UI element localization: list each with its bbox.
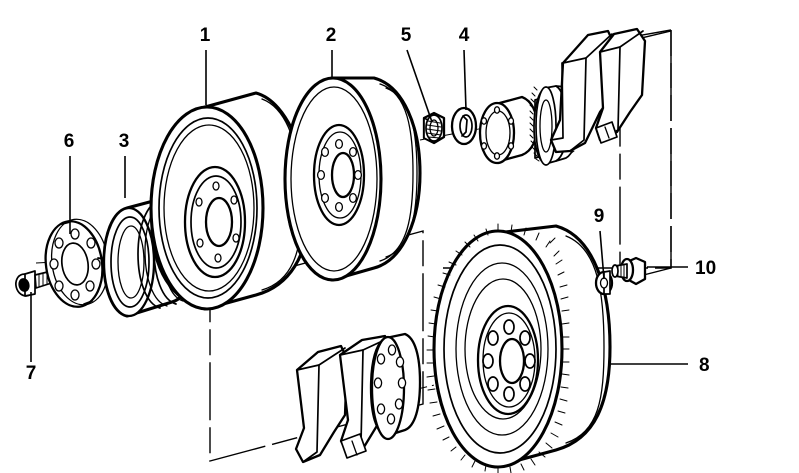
ring-gear-teeth <box>426 223 570 473</box>
callout-label-9: 9 <box>594 206 605 227</box>
assembly-crankshaft-front <box>478 27 647 166</box>
callout-label-5: 5 <box>401 25 412 46</box>
part-washer <box>594 270 614 296</box>
part-lock-washer <box>450 106 478 146</box>
callout-leaders <box>30 49 688 365</box>
leader-4 <box>463 49 467 111</box>
callout-label-1: 1 <box>200 25 211 46</box>
callout-labels: 1 2 3 4 5 6 7 8 9 10 <box>26 25 716 384</box>
callout-label-6: 6 <box>64 131 75 152</box>
leader-9 <box>599 230 605 280</box>
part-vibration-damper <box>149 91 311 311</box>
callout-label-7: 7 <box>26 363 37 384</box>
part-hex-flange-bolt <box>611 256 647 286</box>
callout-label-3: 3 <box>119 131 130 152</box>
callout-label-8: 8 <box>699 355 710 376</box>
callout-label-4: 4 <box>459 25 470 46</box>
part-belt-pulley-large <box>283 76 422 282</box>
assembly-crankshaft-rear <box>294 332 422 464</box>
part-hub-flange <box>44 218 110 308</box>
part-hex-nut <box>422 111 446 145</box>
callout-label-10: 10 <box>695 258 716 279</box>
part-flywheel <box>426 223 612 473</box>
leader-5 <box>406 49 433 123</box>
callout-label-2: 2 <box>326 25 337 46</box>
